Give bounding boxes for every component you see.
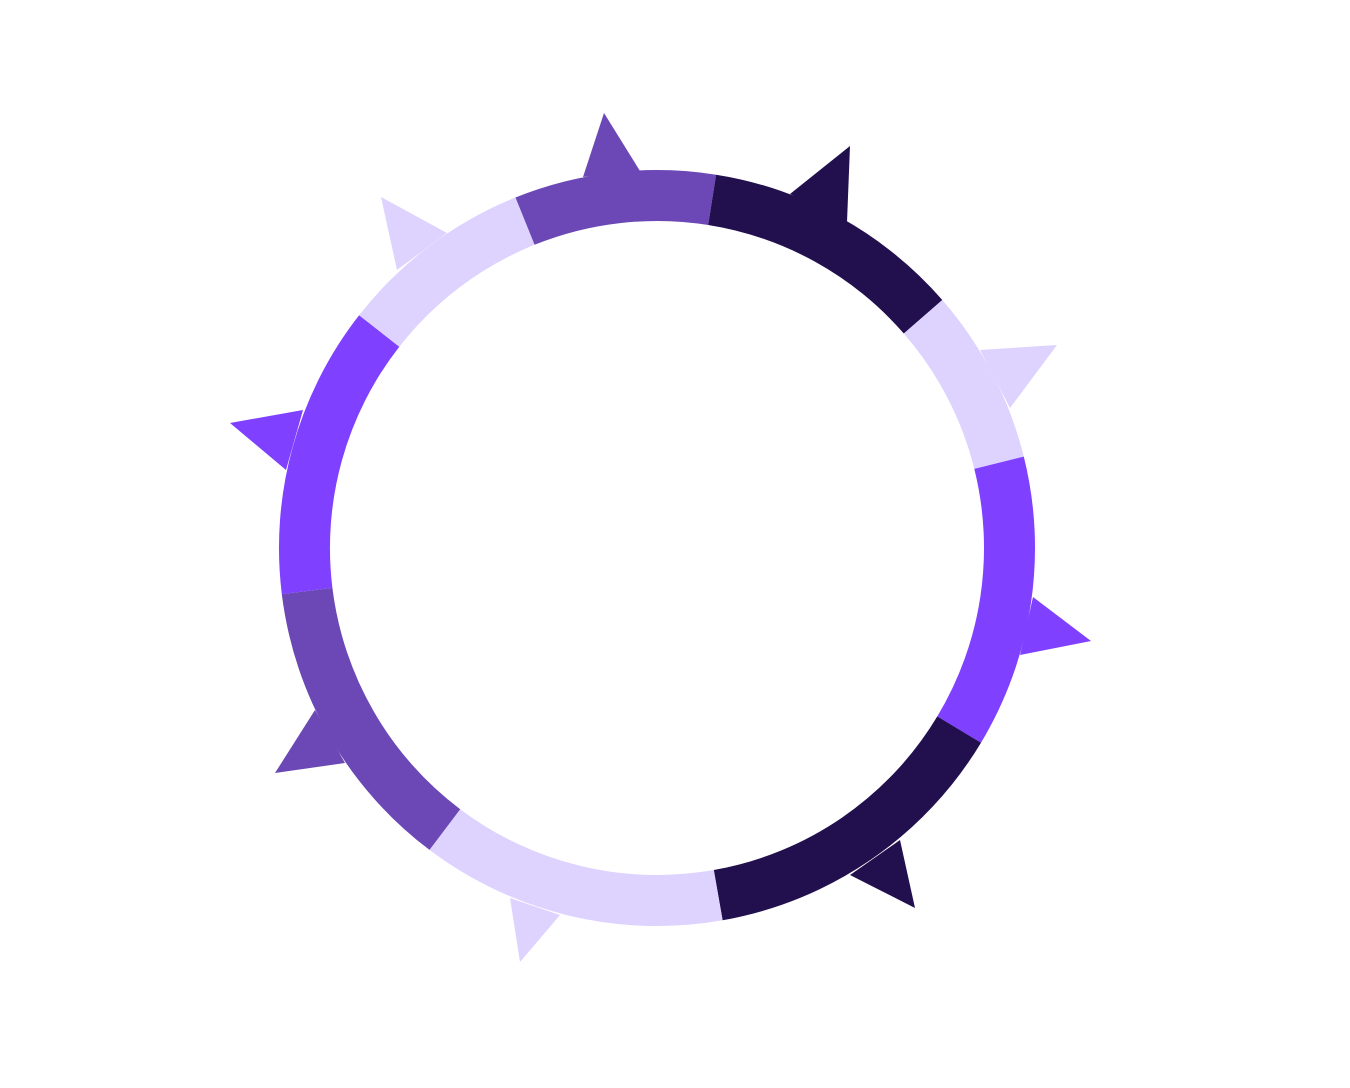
arrowhead-top	[583, 113, 640, 177]
arrowhead-right-lower	[1020, 597, 1091, 655]
arrowhead-upper-left	[381, 197, 447, 270]
segment-left	[278, 315, 400, 595]
segment-right-upper	[903, 300, 1024, 469]
arrowheads	[230, 113, 1091, 962]
arrowhead-lower-left	[275, 710, 345, 773]
arrowhead-right-upper	[980, 345, 1057, 408]
segment-lower-left	[281, 587, 461, 850]
arrowhead-left	[230, 410, 303, 470]
segment-top	[515, 170, 717, 245]
arrowhead-upper-right	[790, 146, 850, 222]
segment-lower-right	[713, 716, 981, 921]
ring-segments	[278, 170, 1036, 927]
arrowhead-lower-right	[850, 840, 915, 908]
segment-upper-right	[708, 174, 943, 334]
segment-bottom	[429, 809, 723, 927]
segment-right-lower	[937, 456, 1036, 743]
arrowhead-bottom	[510, 898, 560, 962]
segment-upper-left	[359, 197, 535, 347]
